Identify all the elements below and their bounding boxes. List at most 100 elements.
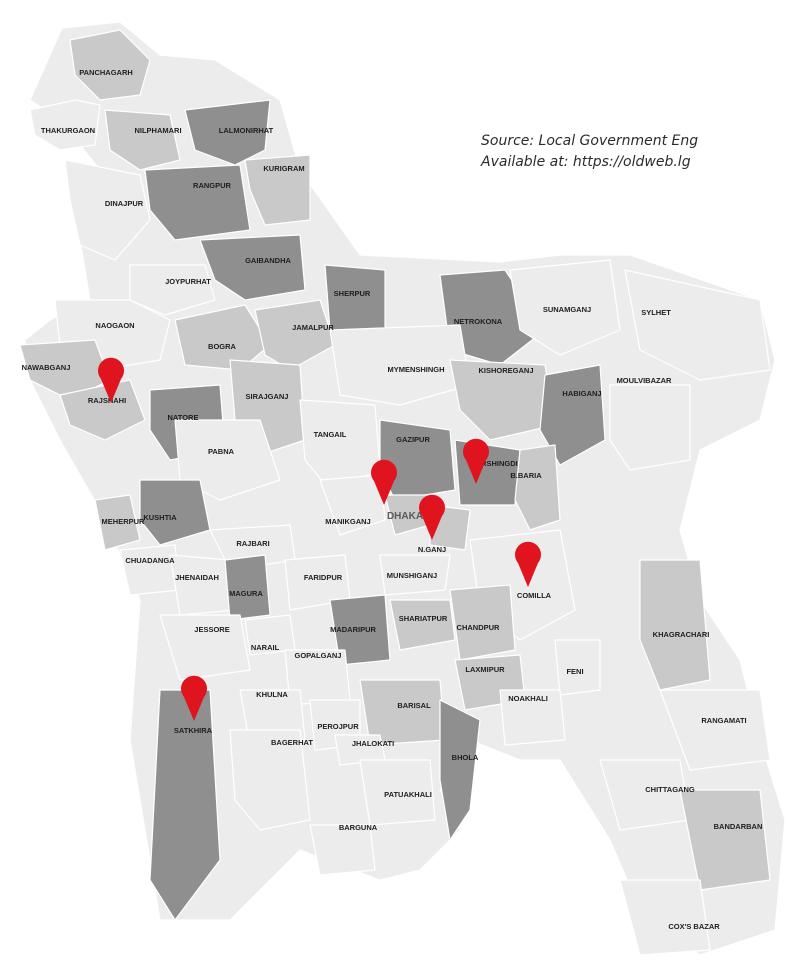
label-feni: FENI — [566, 667, 583, 676]
label-mymenshingh: MYMENSHINGH — [387, 365, 444, 374]
district-regions — [19, 21, 786, 956]
region-kurigram — [244, 154, 311, 226]
label-patuakhali: PATUAKHALI — [384, 790, 432, 799]
label-bandarban: BANDARBAN — [714, 822, 763, 831]
region-joypurhat — [129, 264, 216, 316]
region-gazipur — [379, 419, 456, 501]
region-rangpur — [144, 164, 251, 241]
label-narshingdi: NARSHINGDI — [470, 459, 518, 468]
label-jamalpur: JAMALPUR — [292, 323, 334, 332]
label-barguna: BARGUNA — [339, 823, 378, 832]
region-nilphamari — [104, 109, 181, 171]
region-chuadanga — [119, 544, 181, 596]
label-perojpur: PEROJPUR — [317, 722, 359, 731]
region-noakhali — [499, 689, 566, 746]
label-rajshahi: RAJSHAHI — [88, 396, 126, 405]
label-rangpur: RANGPUR — [193, 181, 232, 190]
region-manikganj — [319, 474, 386, 536]
label-jhenaidah: JHENAIDAH — [175, 573, 219, 582]
region-pabna — [174, 419, 281, 501]
label-habiganj: HABIGANJ — [562, 389, 601, 398]
location-pin-icon-satkhira — [181, 675, 208, 721]
region-gaibandha — [199, 234, 306, 301]
region-lalmonirhat — [184, 99, 271, 166]
label-nilphamari: NILPHAMARI — [134, 126, 181, 135]
region-patuakhali — [359, 759, 436, 826]
region-coxs-bazar — [619, 879, 711, 956]
label-naogaon: NAOGAON — [95, 321, 134, 330]
region-bogra — [174, 304, 271, 371]
label-khagrachari: KHAGRACHARI — [653, 630, 710, 639]
region-meherpur — [94, 494, 141, 551]
region-khagrachari — [639, 559, 711, 691]
label-comilla: COMILLA — [517, 591, 552, 600]
label-chittagang: CHITTAGANG — [645, 785, 695, 794]
label-b-baria: B.BARIA — [510, 471, 542, 480]
region-bhola — [439, 699, 481, 841]
label-faridpur: FARIDPUR — [304, 573, 343, 582]
region-bagerhat — [229, 729, 311, 831]
region-panchagarh — [69, 29, 151, 101]
label-jhalokati: JHALOKATI — [352, 739, 394, 748]
region-shariatpur — [389, 599, 456, 651]
label-satkhira: SATKHIRA — [174, 726, 213, 735]
region-sylhet — [624, 269, 771, 381]
region-mymenshingh — [329, 324, 471, 406]
label-manikganj: MANIKGANJ — [325, 517, 370, 526]
label-kurigram: KURIGRAM — [263, 164, 304, 173]
region-rangamati — [659, 689, 771, 771]
label-rajbari: RAJBARI — [236, 539, 269, 548]
label-narail: NARAIL — [251, 643, 280, 652]
location-pin-icon-comilla — [515, 541, 542, 587]
region-b-baria — [514, 444, 561, 531]
region-bandarban — [679, 789, 771, 891]
label-munshiganj: MUNSHIGANJ — [387, 571, 437, 580]
label-meherpur: MEHERPUR — [102, 517, 146, 526]
region-moulvibazar — [609, 384, 691, 471]
label-dinajpur: DINAJPUR — [105, 199, 144, 208]
label-nawabganj: NAWABGANJ — [22, 363, 71, 372]
label-rangamati: RANGAMATI — [701, 716, 746, 725]
label-sylhet: SYLHET — [641, 308, 671, 317]
region-chandpur — [449, 584, 516, 661]
location-markers — [98, 357, 542, 721]
region-jessore — [159, 614, 251, 681]
label-kushtia: KUSHTIA — [143, 513, 177, 522]
location-pin-icon-narshingdi — [463, 438, 490, 484]
label-madaripur: MADARIPUR — [330, 625, 376, 634]
district-labels: PANCHAGARH THAKURGAON NILPHAMARI LALMONIRHA… — [22, 68, 763, 931]
region-thakurgaon — [29, 99, 101, 151]
label-tangail: TANGAIL — [314, 430, 347, 439]
location-pin-icon-dhaka — [371, 459, 397, 505]
label-lalmonirhat: LALMONIRHAT — [219, 126, 274, 135]
label-cox-s-bazar: COX'S BAZAR — [668, 922, 720, 931]
label-joypurhat: JOYPURHAT — [165, 277, 211, 286]
label-laxmipur: LAXMIPUR — [465, 665, 505, 674]
region-munshiganj — [379, 554, 451, 596]
region-kishoreganj — [449, 359, 556, 441]
region-kushtia — [139, 479, 211, 546]
label-sunamganj: SUNAMGANJ — [543, 305, 591, 314]
label-natore: NATORE — [168, 413, 199, 422]
label-sherpur: SHERPUR — [334, 289, 371, 298]
label-jessore: JESSORE — [194, 625, 229, 634]
label-khulna: KHULNA — [256, 690, 288, 699]
label-barisal: BARISAL — [397, 701, 431, 710]
label-panchagarh: PANCHAGARH — [79, 68, 133, 77]
label-gopalganj: GOPALGANJ — [295, 651, 342, 660]
location-pin-icon-rajshahi — [98, 357, 124, 403]
label-thakurgaon: THAKURGAON — [41, 126, 95, 135]
label-chandpur: CHANDPUR — [457, 623, 501, 632]
label-n-ganj: N.GANJ — [418, 545, 446, 554]
source-line-2: Available at: https://oldweb.lg — [481, 154, 691, 170]
region-madaripur — [329, 594, 391, 666]
region-sunamganj — [509, 259, 621, 356]
label-gazipur: GAZIPUR — [396, 435, 430, 444]
region-dinajpur — [64, 159, 151, 261]
label-moulvibazar: MOULVIBAZAR — [617, 376, 672, 385]
label-pabna: PABNA — [208, 447, 235, 456]
region-barguna — [309, 824, 376, 876]
label-shariatpur: SHARIATPUR — [399, 614, 448, 623]
